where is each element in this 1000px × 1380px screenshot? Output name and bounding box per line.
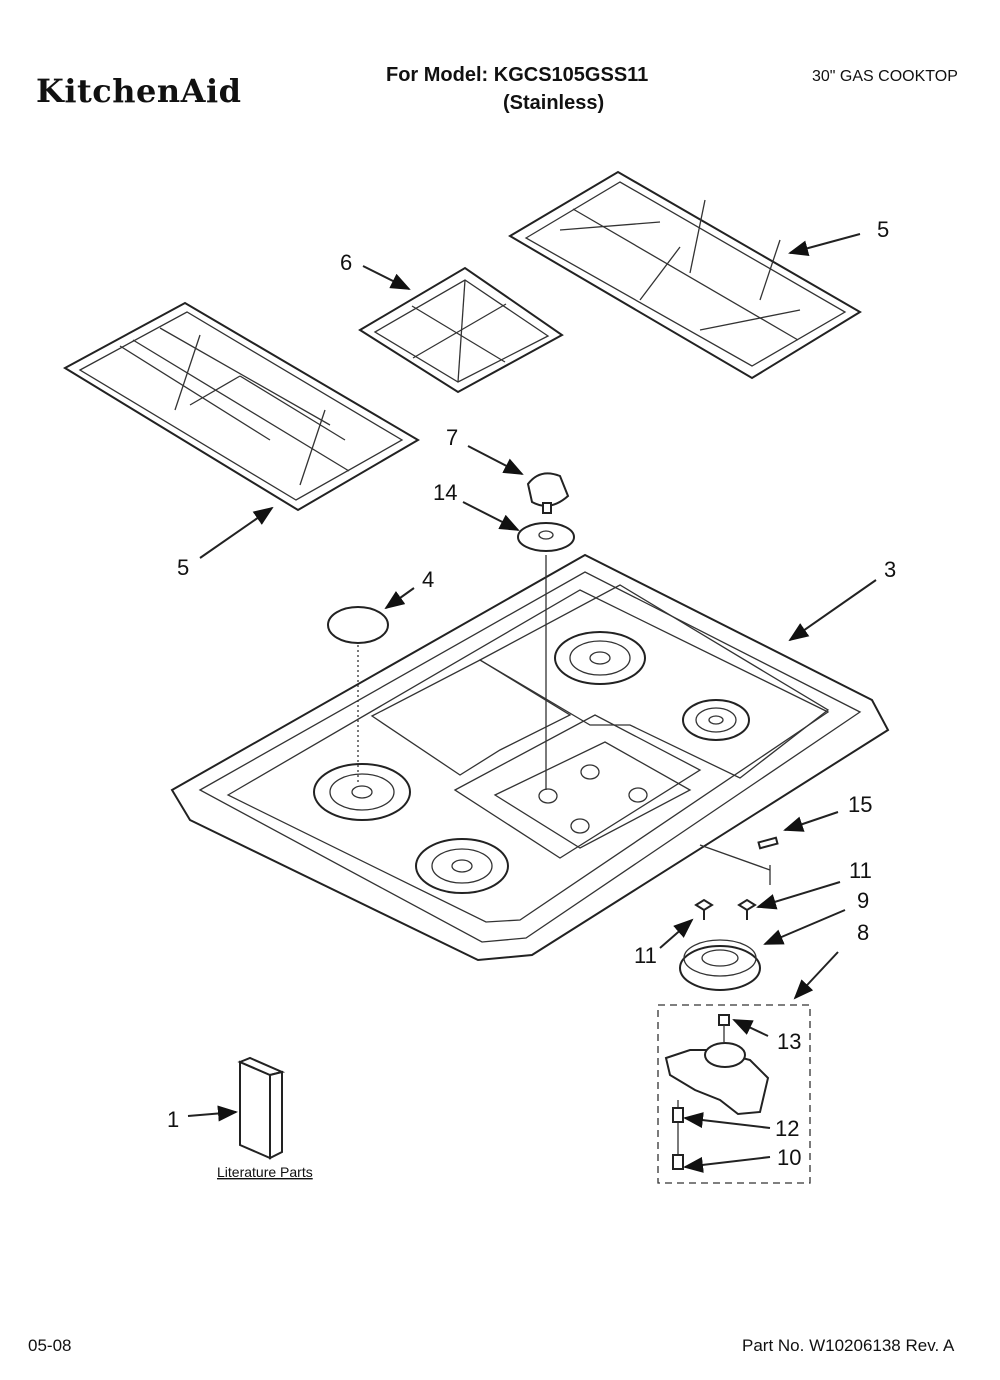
brand-logo: KitchenAid	[36, 72, 242, 110]
callout-5-left: 5	[177, 555, 189, 580]
knob-bezel	[517, 522, 575, 552]
callout-11-right: 11	[849, 858, 872, 883]
callout-9: 9	[857, 888, 869, 913]
callout-11-left: 11	[634, 943, 657, 968]
callouts: 1 3 4 5 5 6 8 9 10 11 11 12 13 14 15 7	[167, 217, 896, 1173]
callout-8: 8	[857, 920, 869, 945]
literature-caption: Literature Parts	[217, 1164, 313, 1180]
grate-right	[508, 170, 862, 380]
callout-1: 1	[167, 1107, 179, 1132]
screw-right	[737, 898, 757, 920]
part-number: Part No. W10206138 Rev. A	[742, 1336, 955, 1355]
callout-3: 3	[884, 557, 896, 582]
cooktop-body	[170, 553, 890, 962]
callout-14: 14	[433, 480, 457, 505]
callout-5-right: 5	[877, 217, 889, 242]
callout-4: 4	[422, 567, 434, 592]
screw-left	[694, 898, 714, 920]
finish-label: (Stainless)	[503, 92, 605, 114]
callout-13: 13	[777, 1029, 801, 1054]
grate-left	[62, 301, 420, 512]
revision-date: 05-08	[28, 1336, 72, 1355]
badge-15	[757, 836, 779, 850]
callout-15: 15	[848, 792, 872, 817]
valve-assembly-box	[657, 1004, 811, 1184]
product-type: 30" GAS COOKTOP	[812, 68, 958, 85]
burner-cap	[327, 606, 389, 644]
burner-base	[679, 939, 761, 991]
literature-parts-booklet	[237, 1056, 286, 1160]
callout-7: 7	[446, 425, 458, 450]
model-number: For Model: KGCS105GSS11	[386, 64, 649, 86]
callout-12: 12	[775, 1116, 799, 1141]
callout-6: 6	[340, 250, 352, 275]
callout-10: 10	[777, 1145, 801, 1170]
grate-center	[358, 266, 564, 394]
gas-valve	[664, 1014, 770, 1170]
control-knob	[526, 472, 570, 514]
